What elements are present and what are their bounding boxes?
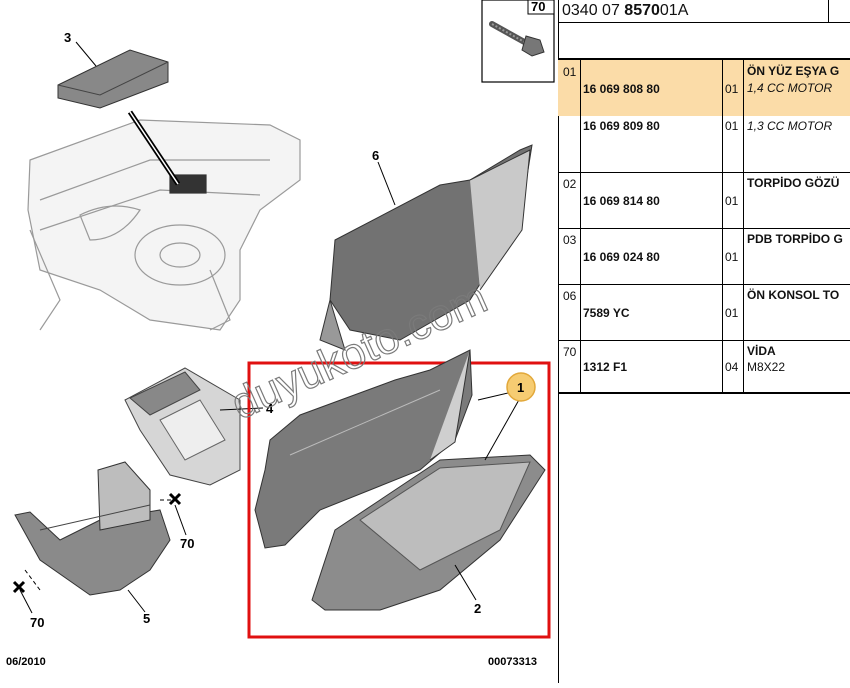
divider <box>558 22 850 23</box>
catalog-code-prefix: 0340 07 <box>562 2 620 19</box>
part-3-pdb-tray <box>57 49 169 109</box>
divider <box>558 340 850 341</box>
part-description: TORPİDO GÖZÜ <box>747 176 840 190</box>
divider <box>558 228 850 229</box>
table-row[interactable]: 01 16 069 808 80 01 ÖN YÜZ EŞYA G 1,4 CC… <box>558 60 850 116</box>
divider <box>828 0 829 22</box>
table-row[interactable]: 02 16 069 814 80 01 TORPİDO GÖZÜ <box>558 172 850 228</box>
part-description: ÖN KONSOL TO <box>747 288 840 302</box>
divider <box>558 58 850 60</box>
callout-3: 3 <box>64 30 71 45</box>
part-note: 1,3 CC MOTOR <box>747 119 833 133</box>
part-1-glovebox-frame <box>254 349 473 549</box>
row-ref: 01 <box>563 65 577 79</box>
part-description: PDB TORPİDO G <box>747 232 843 246</box>
quantity: 01 <box>725 250 739 264</box>
quantity: 01 <box>725 82 739 96</box>
part-4-console-trim <box>124 367 241 486</box>
quantity: 01 <box>725 119 739 133</box>
divider <box>558 172 850 173</box>
screw-inset <box>481 0 555 83</box>
catalog-code-suffix: 01A <box>659 2 689 19</box>
table-row[interactable]: 03 16 069 024 80 01 PDB TORPİDO G <box>558 228 850 284</box>
row-ref: 03 <box>563 233 577 247</box>
callout-4: 4 <box>266 401 274 416</box>
selection-frame <box>247 361 551 639</box>
catalog-code-main: 8570 <box>624 2 660 19</box>
divider <box>558 0 559 683</box>
part-description: VİDA <box>747 344 776 358</box>
callout-70-top: 70 <box>531 0 545 14</box>
part-5-bracket <box>14 461 171 596</box>
divider <box>743 60 744 394</box>
callout-5: 5 <box>143 611 150 626</box>
callout-70-bottom: 70 <box>30 615 44 630</box>
part-note: M8X22 <box>747 360 786 374</box>
footer-date: 06/2010 <box>6 656 46 668</box>
screw-marker-bottom <box>12 580 26 594</box>
dashboard-illustration <box>27 119 301 331</box>
parts-list-panel: 0340 07 857001A 01 16 069 808 80 01 ÖN Y… <box>558 0 850 683</box>
divider <box>558 284 850 285</box>
part-number: 16 069 814 80 <box>583 194 660 208</box>
callout-2: 2 <box>474 601 481 616</box>
exploded-parts-diagram: 70 3 6 4 <box>6 0 555 668</box>
diagram-canvas: 70 3 6 4 <box>6 0 555 668</box>
catalog-code: 0340 07 857001A <box>562 0 688 22</box>
callout-6: 6 <box>372 148 379 163</box>
part-number: 16 069 808 80 <box>583 82 660 96</box>
row-ref: 06 <box>563 289 577 303</box>
table-row[interactable]: 06 7589 YC 01 ÖN KONSOL TO <box>558 284 850 340</box>
quantity: 01 <box>725 194 739 208</box>
divider <box>722 60 723 394</box>
quantity: 04 <box>725 360 739 374</box>
divider <box>580 60 581 394</box>
row-ref: 02 <box>563 177 577 191</box>
table-row[interactable]: 70 1312 F1 04 VİDA M8X22 <box>558 340 850 392</box>
screw-icon <box>489 21 545 57</box>
screw-marker-mid <box>168 492 182 506</box>
table-row[interactable]: 16 069 809 80 01 1,3 CC MOTOR <box>558 116 850 172</box>
row-ref: 70 <box>563 345 577 359</box>
footer-reference: 00073313 <box>488 656 537 668</box>
callout-70-mid: 70 <box>180 536 194 551</box>
callout-1: 1 <box>517 380 524 395</box>
part-description: ÖN YÜZ EŞYA G <box>747 64 840 78</box>
part-number: 16 069 024 80 <box>583 250 660 264</box>
quantity: 01 <box>725 306 739 320</box>
part-2-glovebox-lid <box>311 454 546 611</box>
divider <box>558 392 850 394</box>
callout-badge <box>506 372 536 402</box>
part-6-console-box <box>319 144 533 351</box>
part-number: 1312 F1 <box>583 360 628 374</box>
part-number: 16 069 809 80 <box>583 119 660 133</box>
part-number: 7589 YC <box>583 306 630 320</box>
part-note: 1,4 CC MOTOR <box>747 81 833 95</box>
